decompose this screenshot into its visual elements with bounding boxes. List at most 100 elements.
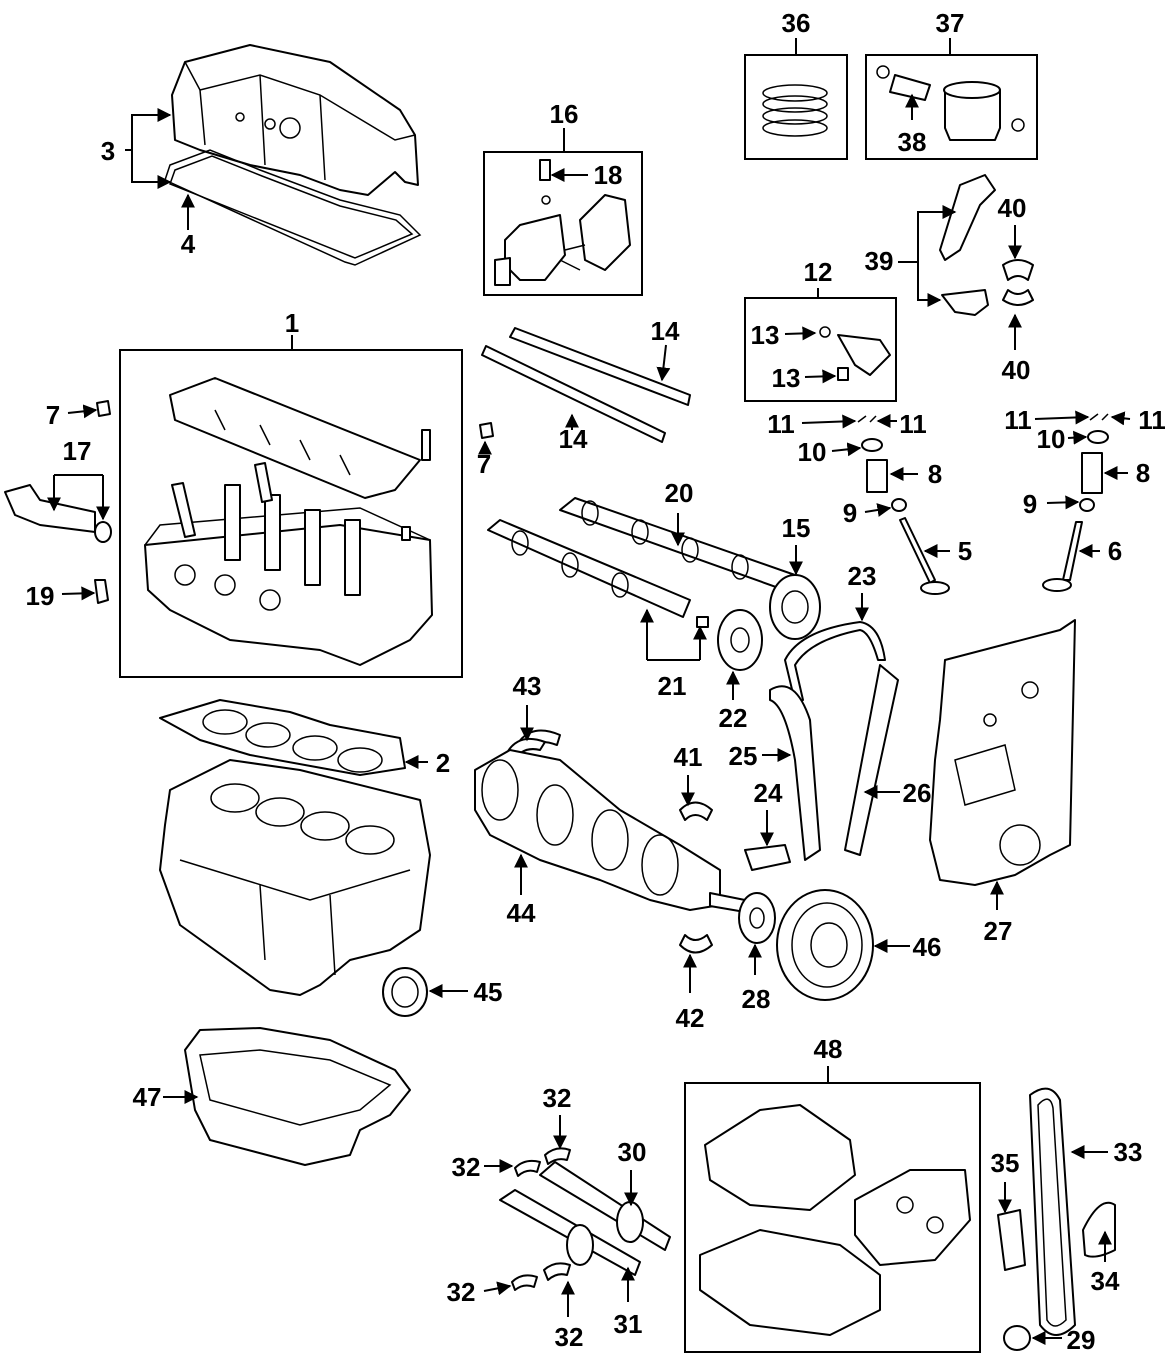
- clip-19: [94, 579, 109, 604]
- head-gasket: [159, 699, 406, 776]
- crank-sprocket: [738, 892, 776, 944]
- callout-c13a: 13: [751, 320, 780, 350]
- callout-c42: 42: [676, 1003, 705, 1033]
- callout-c10b: 10: [1037, 424, 1066, 454]
- rocker-shaft-lower: [481, 345, 666, 443]
- connecting-rod: [939, 174, 996, 316]
- crankshaft: [474, 749, 746, 913]
- valve-cover-gasket: [164, 149, 422, 266]
- callout-c44: 44: [507, 898, 536, 928]
- callout-c9a: 9: [843, 498, 857, 528]
- engine-block: [159, 759, 431, 996]
- callout-c20: 20: [665, 478, 694, 508]
- callout-c23: 23: [848, 561, 877, 591]
- chain-tensioner: [744, 844, 791, 871]
- callout-c31: 31: [614, 1309, 643, 1339]
- timing-cover: [929, 619, 1076, 886]
- callout-c12: 12: [804, 257, 833, 287]
- callout-c27: 27: [984, 916, 1013, 946]
- balance-shaft-group-box: [684, 1082, 981, 1353]
- callout-c14a: 14: [651, 316, 680, 346]
- callout-c29: 29: [1067, 1325, 1096, 1355]
- callout-c1: 1: [285, 308, 299, 338]
- balance-shaft-housing: [699, 1104, 971, 1336]
- callout-c36: 36: [782, 8, 811, 38]
- callout-c28: 28: [742, 984, 771, 1014]
- callout-c4: 4: [181, 229, 196, 259]
- callout-c2: 2: [436, 748, 450, 778]
- callout-c41: 41: [674, 742, 703, 772]
- rocker-shaft-upper: [509, 327, 691, 406]
- callout-c30: 30: [618, 1137, 647, 1167]
- balancer-sprocket-29: [1003, 1325, 1031, 1351]
- vtc-solenoid-assembly: [494, 159, 631, 286]
- callout-c37: 37: [936, 8, 965, 38]
- chain-guide: [844, 664, 899, 856]
- callout-c11b: 11: [899, 409, 927, 439]
- callout-c7b: 7: [477, 449, 491, 479]
- callout-c47: 47: [133, 1082, 162, 1112]
- main-bearing-lower: [679, 934, 713, 954]
- rocker-arm-group-box: [744, 297, 897, 402]
- callout-c24: 24: [754, 778, 783, 808]
- callout-c14b: 14: [559, 424, 588, 454]
- callout-c40b: 40: [1002, 355, 1031, 385]
- crankshaft-seal: [382, 967, 428, 1017]
- callout-c43: 43: [513, 671, 542, 701]
- callout-c19: 19: [26, 581, 55, 611]
- callout-c15: 15: [782, 513, 811, 543]
- piston-and-pin: [876, 65, 1025, 141]
- valve-cover: [171, 44, 419, 196]
- piston-rings: [762, 84, 828, 137]
- callout-c25: 25: [729, 741, 758, 771]
- crankshaft-pulley: [776, 889, 874, 1001]
- callout-c3: 3: [101, 136, 115, 166]
- callout-c11c: 11: [1004, 405, 1032, 435]
- leader-lines: [47, 38, 1131, 1345]
- callout-c10a: 10: [798, 437, 827, 467]
- bearing-32-c: [511, 1274, 538, 1291]
- callout-c17: 17: [63, 436, 92, 466]
- callout-c16: 16: [550, 99, 579, 129]
- callout-c26: 26: [903, 778, 932, 808]
- callout-c39: 39: [865, 246, 894, 276]
- camshaft-holders: [169, 377, 431, 499]
- callout-c32b: 32: [452, 1152, 481, 1182]
- chain-guide-35: [997, 1209, 1026, 1271]
- rod-bearing-lower: [1002, 289, 1034, 306]
- cam-sprocket: [717, 609, 763, 671]
- callout-c22: 22: [719, 703, 748, 733]
- callout-c11a: 11: [767, 409, 795, 439]
- cylinder-head: [144, 462, 433, 666]
- timing-chain: [784, 621, 886, 703]
- callout-c13b: 13: [772, 363, 801, 393]
- callout-c40a: 40: [998, 193, 1027, 223]
- callout-c48: 48: [814, 1034, 843, 1064]
- callout-c11d: 11: [1138, 405, 1166, 435]
- exhaust-valve-train: [1042, 413, 1109, 592]
- vtc-oil-control: [4, 484, 112, 543]
- camshaft-intake: [487, 519, 709, 628]
- callout-c9b: 9: [1023, 489, 1037, 519]
- callout-c35: 35: [991, 1148, 1020, 1178]
- callout-c33: 33: [1114, 1137, 1143, 1167]
- callout-c8b: 8: [1136, 458, 1150, 488]
- callout-c18: 18: [594, 160, 623, 190]
- callout-c7a: 7: [46, 400, 60, 430]
- main-bearing-upper: [679, 801, 713, 821]
- callout-c32d: 32: [555, 1322, 584, 1352]
- piston-ring-group-box: [744, 54, 848, 160]
- callout-c5: 5: [958, 536, 972, 566]
- balance-shaft-rear: [499, 1189, 641, 1276]
- tensioner-arm: [769, 685, 821, 861]
- bearing-32-d: [543, 1262, 571, 1281]
- callout-c21: 21: [658, 671, 687, 701]
- bearing-32-a: [514, 1159, 541, 1177]
- bearing-32-b: [544, 1147, 571, 1165]
- rod-bearing-upper: [1002, 259, 1034, 281]
- intake-valve-train: [857, 415, 950, 595]
- callout-c46: 46: [913, 932, 942, 962]
